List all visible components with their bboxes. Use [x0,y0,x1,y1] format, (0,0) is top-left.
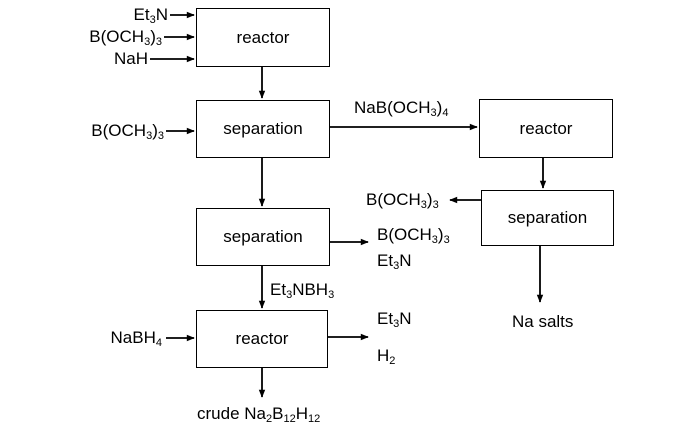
reactor-2-label: reactor [519,118,573,138]
trimethyl-borate-out-label: B(OCH3)3 [377,225,450,246]
hydrogen-out-label: H2 [377,346,396,367]
reactor-1-label: reactor [236,27,290,47]
reactor-2-box: reactor [479,99,613,158]
separation-1-label: separation [223,119,303,138]
separation-3-box: separation [481,190,614,246]
reactor-3-label: reactor [235,329,289,348]
et3n-out-label-1: Et3N [377,251,412,272]
trimethyl-borate-recycle-label: B(OCH3)3 [366,190,439,211]
trimethyl-borate-feed-label-1: B(OCH3)3 [89,27,162,48]
separation-2-label: separation [223,227,303,246]
et3n-feed-label: Et3N [133,5,168,26]
nabome4-stream-label: NaB(OCH3)4 [354,98,449,119]
reactor-3-box: reactor [196,310,328,368]
separation-3-label: separation [507,208,588,227]
nah-feed-label: NaH [113,49,148,68]
nabh4-feed-label: NaBH4 [110,328,162,349]
na-salts-label: Na salts [512,312,574,331]
et3nbh3-stream-label: Et3NBH3 [270,280,335,301]
reactor-1-box: reactor [196,8,330,67]
et3n-out-label-2: Et3N [377,309,412,330]
trimethyl-borate-feed-label-2: B(OCH3)3 [91,121,164,142]
crude-product-label: crude Na2B12H12 [197,404,321,425]
separation-2-box: separation [196,208,330,266]
separation-1-box: separation [196,100,330,158]
